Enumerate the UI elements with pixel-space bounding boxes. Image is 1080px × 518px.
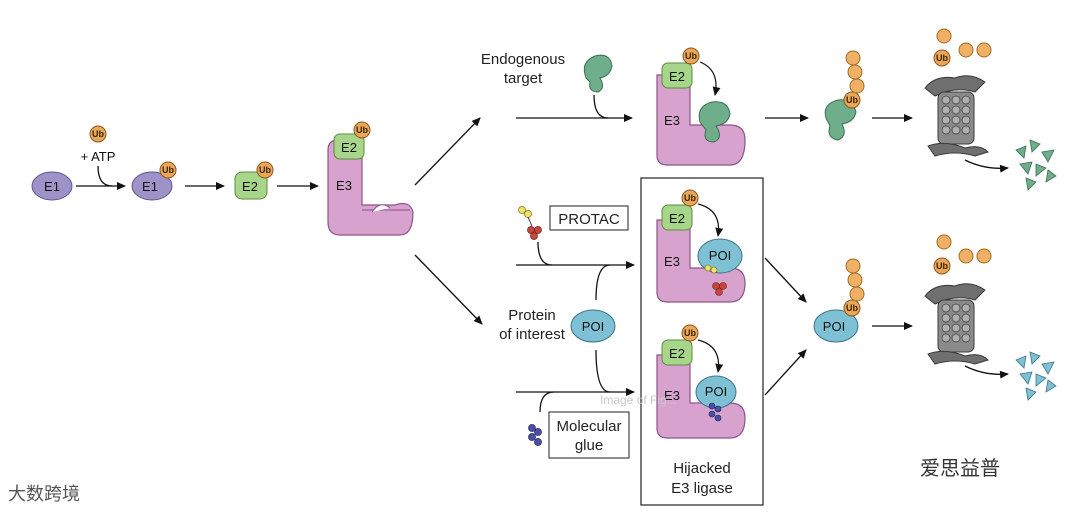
svg-text:E2: E2 [669,69,685,84]
watermark-bottom-right: 爱思益普 [920,456,1000,480]
ub-released-bottom [933,234,992,275]
hijacked-e3-box [640,177,764,506]
arrow-to-endogenous [414,117,481,186]
arrow-to-hijack [414,254,483,325]
e3-e2-target-complex: E3 E2 [656,47,746,166]
proteasome-bottom [924,283,989,365]
svg-text:+ ATP: + ATP [81,149,116,164]
protac-label: PROTAC [558,211,620,228]
hijacked-label-2: E3 ligase [671,480,733,497]
polyubiquitinated-target [824,50,865,141]
endogenous-target-protein [583,54,613,93]
molecular-glue-label-box [548,411,630,459]
svg-text:POI: POI [705,384,727,399]
e3-ligase-complex: E3 E2 [327,121,414,236]
protac-ternary-complex: E3 E2 POI [656,189,746,303]
svg-text:E3: E3 [664,113,680,128]
svg-text:E2: E2 [341,140,357,155]
svg-text:E2: E2 [669,346,685,361]
poi-free: POI [570,309,616,343]
molecular-glue-label-1: Molecular [556,418,621,435]
molecular-glue-label-2: glue [575,437,603,454]
svg-text:E1: E1 [142,179,158,194]
e2-ub-complex: E2 [234,161,274,200]
svg-text:E2: E2 [242,179,258,194]
endogenous-target-label-2: target [504,70,543,87]
hijacked-label-1: Hijacked [673,460,731,477]
degraded-fragments-top [1015,139,1057,191]
glue-ternary-complex: E3 E2 POI [656,324,746,439]
protac-molecule [518,206,542,240]
svg-text:POI: POI [709,248,731,263]
arrow-degradation-bottom [964,365,1009,379]
arrow-atp-merge [97,165,113,187]
e1-ub-complex: E1 [131,161,177,201]
ub-atp-input: + ATP [81,125,116,164]
svg-text:POI: POI [582,319,604,334]
svg-text:E3: E3 [336,178,352,193]
ub-released-top [933,28,992,67]
endogenous-target-label-1: Endogenous [481,51,565,68]
arrow-glue-to-polyub [764,349,807,396]
svg-text:POI: POI [823,319,845,334]
polyubiquitinated-poi: POI [813,258,865,343]
protein-of-interest-label-1: Protein [508,307,556,324]
arrow-endogenous-merge [593,94,609,119]
protein-of-interest-label-2: of interest [499,326,566,343]
svg-text:E3: E3 [664,254,680,269]
svg-text:E3: E3 [664,388,680,403]
e1-free: E1 [31,171,73,201]
svg-text:E2: E2 [669,211,685,226]
proteasome-top [924,75,989,157]
svg-text:E1: E1 [44,179,60,194]
arrow-degradation-top [964,159,1009,173]
protac-label-box [549,205,629,231]
degraded-fragments-bottom [1015,351,1057,401]
arrow-protac-to-polyub [764,257,807,303]
watermark-bottom-left: 大数跨境 [8,484,80,505]
molecular-glue-molecule [528,424,542,446]
center-watermark: Image of Fig... [600,393,677,407]
